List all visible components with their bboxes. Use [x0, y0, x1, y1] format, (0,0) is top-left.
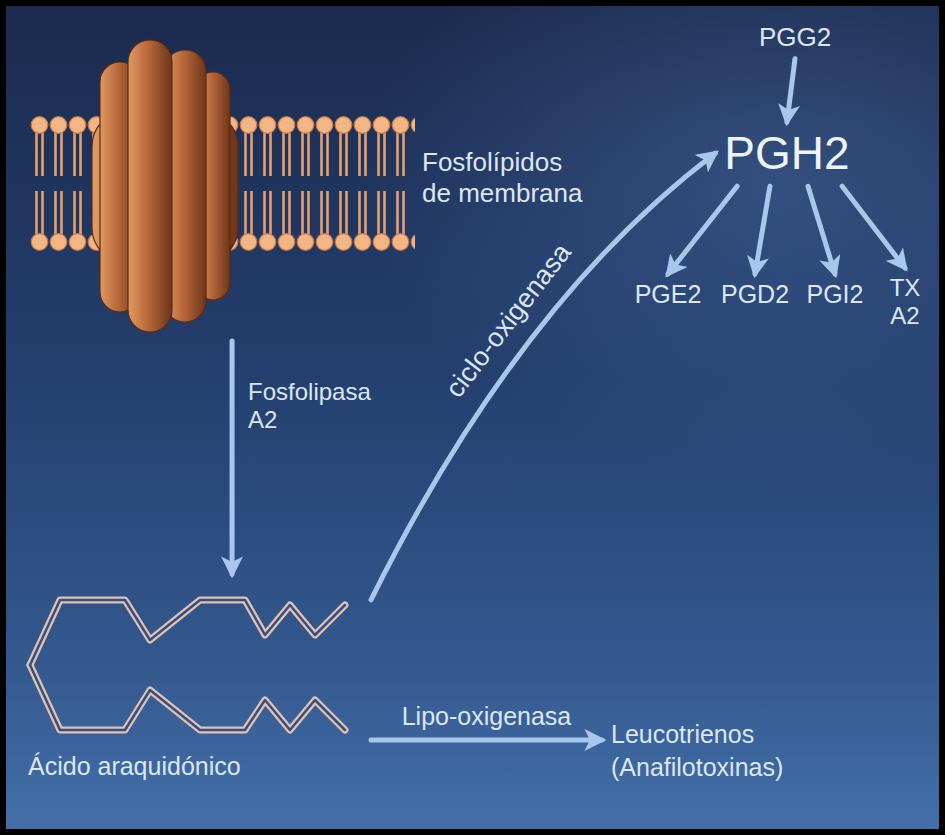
node-text: PGE2 — [635, 280, 702, 310]
enzyme-label: Fosfolipasa A2 — [248, 378, 371, 435]
pathway-arrow — [371, 737, 602, 742]
membrane-protein — [92, 40, 238, 332]
metabolite-label: PGD2 — [718, 278, 792, 312]
pathway-arrow — [842, 186, 905, 268]
node-text: Leucotrienos (Anafilotoxinas) — [611, 718, 796, 783]
node-text: PGG2 — [759, 22, 831, 53]
metabolite-label: PGE2 — [632, 278, 705, 312]
node-text: Fosfolípidos de membrana — [422, 147, 587, 208]
metabolite-label: TX A2 — [887, 272, 924, 333]
metabolite-label: PGH2 — [721, 124, 852, 182]
node-text: PGD2 — [721, 280, 789, 310]
arachidonic-acid-molecule — [30, 600, 345, 730]
pathway-arrow — [808, 186, 835, 274]
metabolite-label: PGG2 — [756, 20, 834, 55]
molecule-node: Ácido araquidónico — [20, 580, 365, 800]
pathway-arrow — [668, 186, 737, 274]
pathway-arrow — [371, 153, 715, 600]
enzyme-label: ciclo-oxigenasa — [440, 238, 579, 405]
pathway-arrow — [787, 59, 795, 122]
node-text: TX A2 — [890, 274, 921, 331]
node-text: PGI2 — [807, 280, 864, 310]
pathway-arrow — [230, 341, 235, 574]
metabolite-label: PGI2 — [804, 278, 867, 312]
pathway-arrow — [755, 186, 770, 274]
node-text: Ácido araquidónico — [28, 752, 365, 782]
node-text: PGH2 — [724, 126, 849, 180]
product-label: Leucotrienos (Anafilotoxinas) — [608, 716, 799, 785]
enzyme-label: Lipo-oxigenasa — [402, 702, 572, 732]
